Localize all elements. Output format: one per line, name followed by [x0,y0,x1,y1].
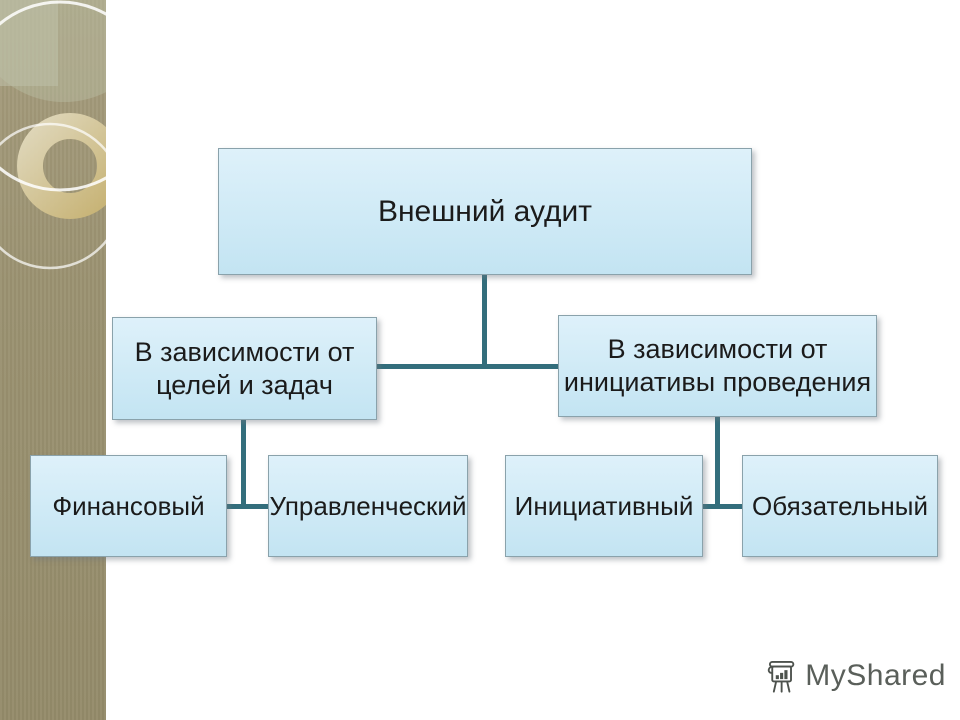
node-label: Финансовый [52,490,205,521]
node-label: Инициативный [514,490,694,521]
decorative-circle-outline-1 [0,0,106,192]
node-label: Управленческий [269,490,467,521]
decorative-filled-circle [0,0,106,102]
connector-main-horizontal [377,364,558,369]
diagram-node-branch-initiative: В зависимости от инициативы проведения [558,315,877,417]
node-label: Обязательный [752,490,928,521]
decorative-sidebar [0,0,106,720]
node-label-line1: В зависимости от [134,336,355,367]
decorative-circle-outline-2 [0,122,106,270]
node-label: Внешний аудит [377,194,593,228]
decorative-square [0,0,58,86]
connector-right-vertical [715,417,720,508]
diagram-node-initiative: Инициативный [505,455,703,557]
diagram-node-root: Внешний аудит [218,148,752,275]
connector-left-vertical [241,420,246,508]
node-label-line2: целей и задач [156,369,333,400]
myshared-watermark[interactable]: MyShared [766,650,946,702]
diagram-node-branch-goals: В зависимости от целей и задач [112,317,377,420]
diagram-node-financial: Финансовый [30,455,227,557]
node-label-line2: инициативы проведения [563,367,872,397]
node-label-line1: В зависимости от [607,334,828,364]
connector-root-vertical [482,275,487,368]
connector-left-horizontal [227,504,268,509]
connector-right-horizontal [703,504,742,509]
diagram-node-managerial: Управленческий [268,455,468,557]
diagram-node-mandatory: Обязательный [742,455,938,557]
myshared-logo-text[interactable]: MyShared [805,659,946,692]
easel-chart-icon [767,660,795,693]
sidebar-circles-decoration [0,0,106,270]
